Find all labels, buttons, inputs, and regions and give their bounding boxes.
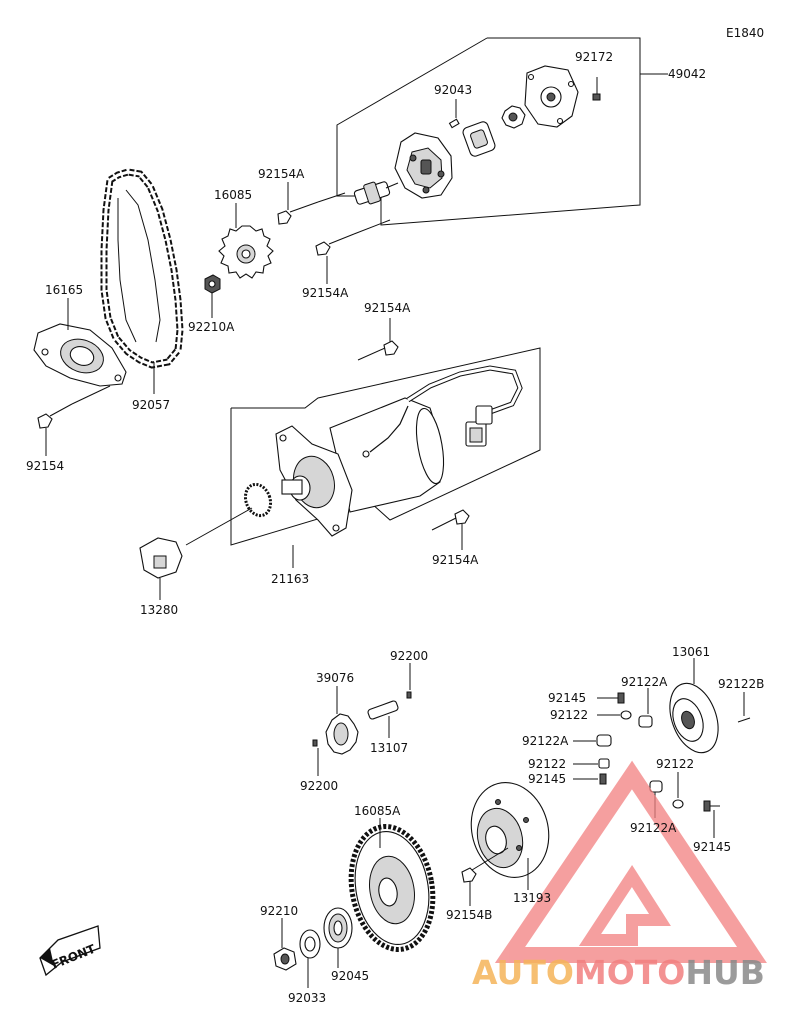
roller-92122A-a[interactable] [638, 688, 653, 728]
label-92122A: 92122A [522, 734, 569, 748]
label-39076: 39076 [316, 671, 354, 685]
label-92122: 92122 [528, 757, 566, 771]
label-92200: 92200 [300, 779, 338, 793]
cap-13280[interactable] [139, 537, 183, 600]
roller-92122A-b[interactable] [573, 734, 612, 747]
label-92154A: 92154A [432, 553, 479, 567]
assembly-box-49042 [336, 37, 668, 226]
small-gear[interactable] [501, 105, 526, 129]
label-92045: 92045 [331, 969, 369, 983]
bolt-92154A-upper[interactable] [277, 192, 346, 225]
diagram-code: E1840 [726, 26, 764, 40]
bolt-92154A-motor-top[interactable] [357, 318, 399, 361]
watermark-moto: MOTO [574, 953, 685, 992]
sprocket-16085[interactable] [218, 203, 274, 279]
clip-92200-lower[interactable] [312, 739, 319, 776]
label-92145: 92145 [548, 691, 586, 705]
idle-gear-39076[interactable] [325, 686, 359, 755]
starter-clutch-housing[interactable] [394, 132, 453, 199]
watermark-logo [494, 760, 767, 963]
bolt-92145-b[interactable] [573, 773, 607, 785]
bolt-92172[interactable] [592, 77, 601, 101]
label-92154: 92154 [26, 459, 64, 473]
label-13061: 13061 [672, 645, 710, 659]
part-labels: 49042 92172 92043 92154A 16085 92154A 16… [26, 50, 764, 1005]
watermark-text: AUTOMOTOHUB [472, 953, 765, 992]
bolt-92145-c[interactable] [703, 800, 720, 838]
nut-92210A[interactable] [204, 274, 221, 318]
housing-13193[interactable] [461, 774, 559, 890]
label-13193: 13193 [513, 891, 551, 905]
washer-92033[interactable] [299, 929, 321, 988]
o-ring[interactable] [185, 481, 275, 546]
label-92043: 92043 [434, 83, 472, 97]
bearing-92045[interactable] [323, 907, 353, 968]
chain-92057[interactable] [100, 168, 184, 394]
label-92172: 92172 [575, 50, 613, 64]
label-92122: 92122 [550, 708, 588, 722]
label-92122A: 92122A [630, 821, 677, 835]
gear-16085A[interactable] [342, 818, 442, 956]
label-92122B: 92122B [718, 677, 764, 691]
label-92057: 92057 [132, 398, 170, 412]
label-13107: 13107 [370, 741, 408, 755]
roller-92122-a[interactable] [597, 710, 632, 720]
cover-16165[interactable] [33, 298, 127, 387]
label-13280: 13280 [140, 603, 178, 617]
rotor-13061[interactable] [661, 658, 727, 759]
label-92210: 92210 [260, 904, 298, 918]
label-92210A: 92210A [188, 320, 235, 334]
bolt-92145-a[interactable] [597, 692, 625, 704]
starter-motor-box [230, 347, 541, 568]
front-arrow-icon: FRONT [39, 925, 101, 977]
label-16085: 16085 [214, 188, 252, 202]
label-16085A: 16085A [354, 804, 401, 818]
starter-clutch-cover[interactable] [524, 65, 579, 128]
label-92154A: 92154A [364, 301, 411, 315]
label-16165: 16165 [45, 283, 83, 297]
starter-motor-21163[interactable] [275, 365, 523, 537]
watermark-auto: AUTO [472, 953, 574, 992]
spring-92122B[interactable] [737, 692, 751, 723]
clutch-shaft[interactable] [353, 181, 399, 205]
roller-92122-c[interactable] [672, 772, 684, 809]
clip-92200-upper[interactable] [406, 663, 412, 699]
label-21163: 21163 [271, 572, 309, 586]
label-92154B: 92154B [446, 908, 492, 922]
watermark-hub: HUB [685, 953, 765, 992]
roller-92122-b[interactable] [573, 758, 610, 769]
label-92200: 92200 [390, 649, 428, 663]
bolt-92154A-motor-bottom[interactable] [431, 509, 470, 550]
label-49042: 49042 [668, 67, 706, 81]
nut-92210[interactable] [273, 918, 297, 971]
label-92122A: 92122A [621, 675, 668, 689]
bolt-92154[interactable] [37, 385, 111, 456]
label-92145: 92145 [693, 840, 731, 854]
shaft-13107[interactable] [367, 700, 399, 738]
one-way-clutch[interactable] [462, 120, 497, 157]
label-92145: 92145 [528, 772, 566, 786]
label-92154A: 92154A [302, 286, 349, 300]
bolt-92154A-lower[interactable] [315, 219, 391, 256]
label-92033: 92033 [288, 991, 326, 1005]
label-92154A: 92154A [258, 167, 305, 181]
pin-92043[interactable] [448, 99, 460, 129]
label-92122: 92122 [656, 757, 694, 771]
bolt-92154B[interactable] [461, 847, 509, 906]
